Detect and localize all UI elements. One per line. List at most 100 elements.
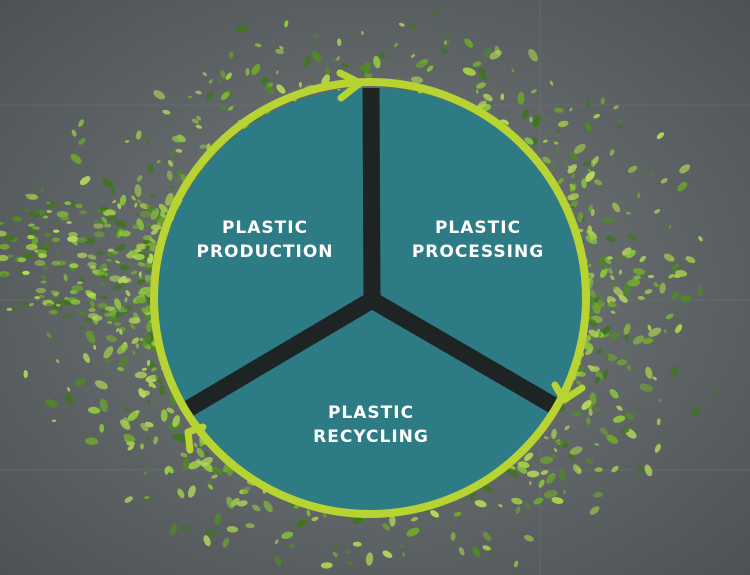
leaf	[373, 55, 381, 69]
leaf	[410, 516, 419, 522]
leaf	[663, 329, 667, 334]
leaf	[636, 408, 642, 412]
leaf	[190, 475, 195, 480]
leaf	[162, 109, 171, 115]
leaf	[156, 160, 161, 164]
leaf	[193, 442, 198, 448]
arrow-right-icon	[551, 381, 586, 404]
leaf	[99, 423, 105, 433]
leaf	[252, 504, 261, 512]
leaf	[17, 257, 27, 263]
leaf	[432, 11, 437, 18]
leaf	[160, 409, 168, 422]
arrow-left-icon	[184, 423, 207, 454]
leaf	[74, 378, 86, 387]
leaf	[609, 149, 615, 156]
leaf	[6, 307, 13, 311]
leaf	[594, 443, 600, 446]
leaf	[144, 495, 150, 500]
leaf	[675, 270, 687, 277]
leaf	[200, 456, 213, 467]
leaf	[72, 204, 76, 208]
cycle-ring	[150, 78, 590, 518]
leaf	[199, 144, 207, 149]
leaf	[559, 439, 569, 448]
leaf	[680, 295, 692, 302]
leaf	[543, 436, 549, 440]
leaf	[220, 106, 227, 110]
leaf	[187, 485, 196, 498]
leaf	[145, 269, 152, 273]
leaf	[116, 343, 129, 355]
leaf	[51, 419, 57, 423]
leaf	[550, 452, 556, 458]
leaf	[134, 202, 138, 208]
leaf	[592, 156, 599, 165]
leaf	[478, 68, 487, 81]
leaf	[609, 332, 621, 340]
leaf	[225, 72, 232, 80]
leaf	[409, 23, 417, 30]
leaf	[569, 446, 583, 455]
leaf	[124, 496, 133, 503]
leaf	[274, 539, 279, 545]
leaf	[120, 326, 126, 332]
leaf	[241, 486, 251, 495]
leaf	[636, 192, 641, 199]
leaf	[144, 223, 153, 228]
leaf	[25, 243, 38, 251]
leaf	[511, 68, 515, 73]
leaf	[567, 164, 577, 174]
leaf	[564, 160, 568, 165]
leaf	[656, 418, 661, 426]
leaf	[139, 210, 152, 218]
leaf	[587, 365, 595, 370]
leaf	[393, 43, 398, 48]
leaf	[588, 230, 597, 240]
leaf	[585, 234, 598, 245]
leaf	[361, 30, 364, 36]
leaf	[542, 156, 551, 164]
leaf	[553, 148, 560, 154]
leaf	[59, 215, 70, 221]
leaf	[600, 427, 608, 435]
leaf	[569, 152, 579, 161]
leaf	[100, 295, 108, 300]
leaf	[274, 555, 282, 566]
leaf	[581, 178, 587, 189]
leaf	[410, 76, 424, 84]
leaf	[69, 263, 79, 269]
leaf	[544, 116, 549, 120]
leaf	[118, 328, 123, 335]
leaf	[549, 80, 554, 86]
leaf	[517, 465, 528, 474]
leaf	[557, 177, 564, 185]
leaf	[106, 252, 115, 257]
leaf	[143, 240, 149, 244]
leaf	[636, 466, 645, 473]
leaf	[35, 287, 47, 294]
leaf	[654, 209, 661, 214]
leaf	[79, 210, 87, 215]
leaf	[625, 211, 631, 215]
leaf	[587, 168, 592, 173]
leaf	[67, 236, 79, 243]
leaf	[654, 443, 661, 453]
leaf	[128, 317, 141, 324]
arrow-top-icon	[336, 69, 364, 102]
leaf	[603, 265, 608, 271]
leaf	[99, 275, 107, 279]
leaf	[593, 113, 600, 119]
leaf	[639, 255, 646, 263]
leaf	[613, 415, 626, 423]
leaf	[107, 321, 113, 324]
leaf	[226, 496, 234, 509]
leaf	[40, 186, 44, 193]
leaf	[336, 38, 342, 47]
leaf	[601, 325, 611, 336]
leaf	[653, 282, 659, 288]
leaf	[195, 90, 202, 95]
leaf	[585, 99, 591, 109]
